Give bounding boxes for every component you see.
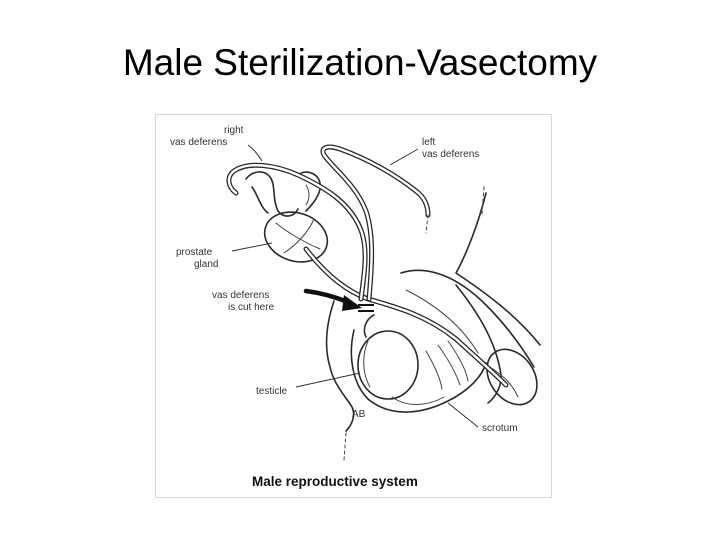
label-right-vas-line1: right: [224, 125, 244, 136]
label-prostate-line2: gland: [194, 259, 218, 270]
label-cut-line1: vas deferens: [212, 290, 269, 301]
leader-testicle: [296, 373, 360, 387]
penis: [401, 193, 547, 414]
leader-left-vas: [390, 149, 418, 165]
figure-caption: Male reproductive system: [252, 474, 418, 489]
label-left-vas-line1: left: [422, 137, 436, 148]
label-cut-line2: is cut here: [228, 302, 275, 313]
artist-mark: AB: [352, 409, 366, 420]
leader-prostate: [232, 243, 272, 251]
anatomy-drawing: AB right vas deferens left vas deferens …: [156, 115, 553, 499]
leader-scrotum: [448, 403, 478, 427]
reproductive-system-figure: AB right vas deferens left vas deferens …: [155, 114, 552, 498]
testicle: [358, 315, 418, 399]
urethra: [306, 249, 506, 385]
label-prostate-line1: prostate: [176, 247, 213, 258]
leader-right-vas: [248, 145, 262, 161]
prostate-gland: [258, 204, 334, 269]
label-right-vas-line2: vas deferens: [170, 137, 227, 148]
right-vas-deferens: [229, 165, 365, 299]
left-vas-deferens: [323, 147, 428, 299]
label-scrotum: scrotum: [482, 423, 518, 434]
scrotum: [351, 330, 486, 412]
label-left-vas-line2: vas deferens: [422, 149, 479, 160]
body-outline: [327, 301, 354, 431]
label-testicle: testicle: [256, 386, 288, 397]
slide-title: Male Sterilization-Vasectomy: [0, 42, 720, 84]
